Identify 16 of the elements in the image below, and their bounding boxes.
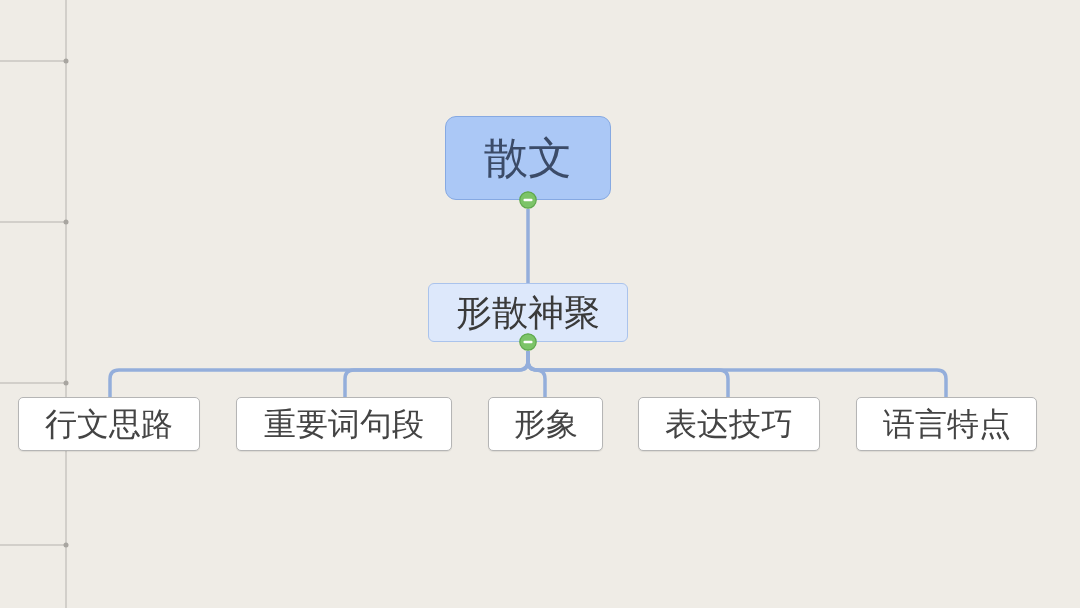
subtopic-box (18, 397, 200, 451)
topic-label: 散文 (484, 132, 572, 184)
subtopic-box (638, 397, 820, 451)
topic-label: 语言特点 (882, 405, 1011, 443)
subtopic-box (236, 397, 452, 451)
topic-box (428, 283, 628, 342)
root-topic-box (445, 116, 611, 200)
connector-line (526, 209, 530, 283)
subtopic-box (488, 397, 603, 451)
subtopic-box (856, 397, 1037, 451)
topic-label: 重要词句段 (264, 405, 424, 443)
topic-label: 行文思路 (45, 405, 173, 443)
topic-label: 形象 (513, 405, 578, 443)
topic-label: 表达技巧 (665, 405, 793, 443)
connector-line (526, 351, 948, 397)
topic-label: 形散神聚 (456, 291, 600, 334)
